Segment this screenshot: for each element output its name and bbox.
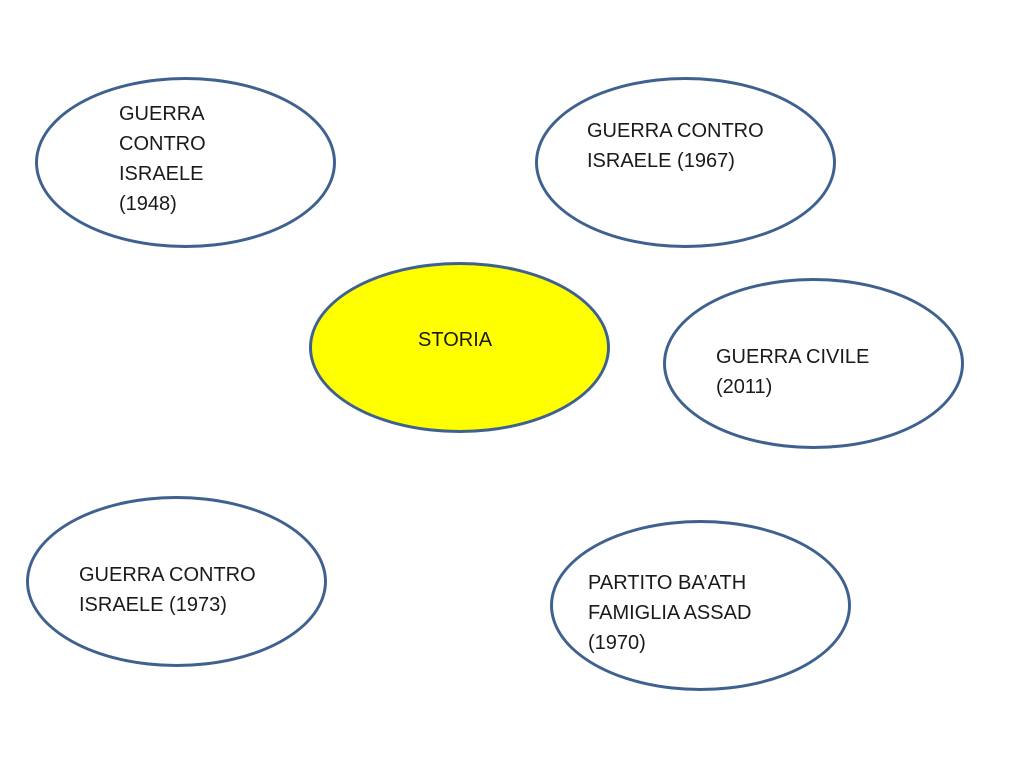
node-guerra-1973-label: GUERRA CONTRO ISRAELE (1973) [79,564,256,616]
center-node-label: STORIA [418,329,493,351]
node-guerra-1967 [535,77,836,248]
node-partito-baath [550,520,851,691]
node-guerra-1948 [35,77,336,248]
node-guerra-1948-label: GUERRA CONTRO ISRAELE (1948) [119,103,206,215]
node-guerra-1967-label: GUERRA CONTRO ISRAELE (1967) [587,120,764,172]
node-guerra-1973 [26,496,327,667]
node-guerra-civile-2011 [663,278,964,449]
node-guerra-civile-2011-label: GUERRA CIVILE (2011) [716,346,870,398]
node-partito-baath-label: PARTITO BA’ATH FAMIGLIA ASSAD (1970) [588,572,752,654]
center-node-storia [309,262,610,433]
